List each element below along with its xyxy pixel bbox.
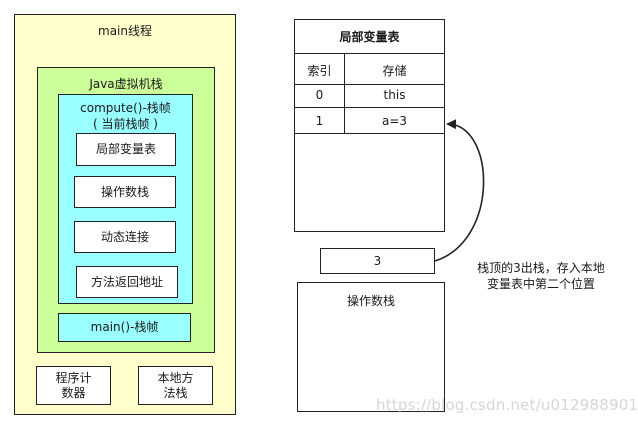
local-variable-table-item: 局部变量表 xyxy=(76,133,176,166)
main-frame-box: main()-栈帧 xyxy=(58,313,191,342)
lvt-row-index: 1 xyxy=(315,114,324,128)
operand-stack-box: 操作数栈 xyxy=(297,282,445,412)
dynamic-linking-item: 动态连接 xyxy=(74,221,176,253)
note-line1: 栈顶的3出栈，存入本地 xyxy=(477,261,605,275)
lvt-row-value: this xyxy=(383,88,406,102)
local-variable-table: 局部变量表 索引 存储 0 this 1 a=3 xyxy=(294,19,445,232)
lvt-header-value: 存储 xyxy=(382,64,407,78)
pc-register-line2: 数器 xyxy=(61,385,86,400)
jvm-stack-title: Java虚拟机栈 xyxy=(89,77,163,91)
lvt-row-value: a=3 xyxy=(381,114,408,128)
operand-stack-item: 操作数栈 xyxy=(74,176,176,208)
lvt-divider xyxy=(295,107,444,108)
lvt-title: 局部变量表 xyxy=(339,30,400,44)
lvt-column-divider xyxy=(344,53,345,133)
pc-register-box: 程序计 数器 xyxy=(36,366,111,405)
lvt-divider xyxy=(295,53,444,54)
watermark-text: https://blog.csdn.net/u012988901 xyxy=(376,396,638,414)
lvt-divider xyxy=(295,133,444,134)
operand-stack-title: 操作数栈 xyxy=(346,294,395,308)
lvt-header-index: 索引 xyxy=(307,64,332,78)
store-arrow xyxy=(434,119,485,262)
compute-frame-subtitle: ( 当前栈帧 ) xyxy=(93,117,158,131)
popped-value-box: 3 xyxy=(320,248,435,274)
pc-register-line1: 程序计 xyxy=(55,370,92,385)
native-stack-line2: 法栈 xyxy=(163,385,188,400)
annotation-note: 栈顶的3出栈，存入本地 变量表中第二个位置 xyxy=(466,260,616,292)
lvt-divider xyxy=(295,84,444,85)
lvt-row-index: 0 xyxy=(315,88,324,102)
note-line2: 变量表中第二个位置 xyxy=(486,277,595,291)
compute-frame-title: compute()-栈帧 xyxy=(80,101,171,115)
main-thread-title: main线程 xyxy=(98,24,152,38)
native-stack-line1: 本地方 xyxy=(157,370,194,385)
return-address-item: 方法返回地址 xyxy=(76,266,178,298)
native-method-stack-box: 本地方 法栈 xyxy=(138,366,213,405)
